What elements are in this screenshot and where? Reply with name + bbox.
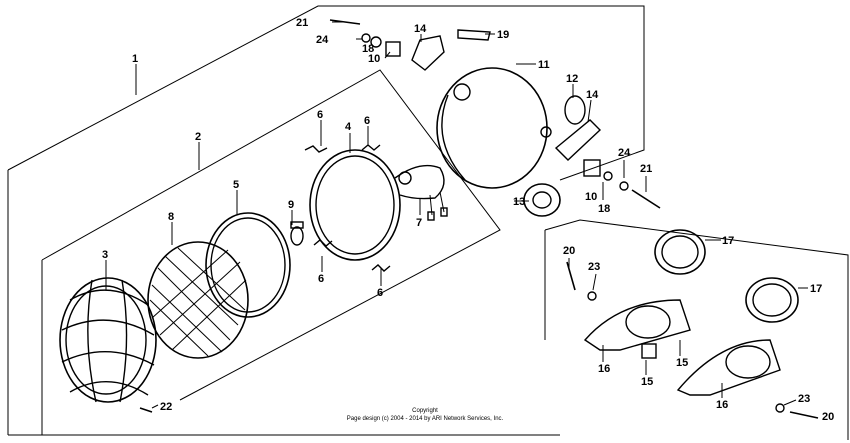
callout-9: 9 bbox=[288, 199, 294, 211]
callout-2: 2 bbox=[195, 131, 201, 143]
bracket-group-outline bbox=[544, 219, 849, 440]
assembly-1-outline bbox=[7, 5, 645, 436]
callout-23a: 23 bbox=[588, 261, 600, 273]
callout-6d: 6 bbox=[377, 287, 383, 299]
bracket-parts bbox=[139, 229, 819, 419]
callout-11: 11 bbox=[538, 59, 550, 71]
right-hardware bbox=[554, 95, 661, 209]
callout-22: 22 bbox=[160, 401, 172, 413]
callout-5: 5 bbox=[233, 179, 239, 191]
callout-15b: 15 bbox=[641, 376, 653, 388]
callout-21b: 21 bbox=[640, 163, 652, 175]
callout-20a: 20 bbox=[563, 245, 575, 257]
callout-18a: 18 bbox=[362, 43, 374, 55]
callout-18b: 18 bbox=[598, 203, 610, 215]
callout-10b: 10 bbox=[585, 191, 597, 203]
rim-ring bbox=[205, 212, 291, 318]
callout-17b: 17 bbox=[810, 283, 822, 295]
callout-14b: 14 bbox=[586, 89, 599, 101]
copyright-notice: Copyright Page design (c) 2004 - 2014 by… bbox=[347, 408, 504, 422]
callout-12: 12 bbox=[566, 73, 578, 85]
callout-1: 1 bbox=[132, 53, 138, 65]
callout-10a: 10 bbox=[368, 53, 380, 65]
callout-19: 19 bbox=[497, 29, 509, 41]
leader-lines bbox=[105, 21, 808, 409]
assembly-2-outline bbox=[41, 69, 501, 435]
callout-24a: 24 bbox=[316, 34, 329, 46]
copyright-line-2: Page design (c) 2004 - 2014 by ARI Netwo… bbox=[347, 416, 504, 422]
callout-16a: 16 bbox=[598, 363, 610, 375]
headlight-case bbox=[436, 67, 552, 189]
callout-7: 7 bbox=[416, 217, 422, 229]
callout-3: 3 bbox=[102, 249, 108, 261]
callout-13: 13 bbox=[513, 196, 525, 208]
callout-8: 8 bbox=[168, 211, 174, 223]
reflector-unit bbox=[309, 149, 448, 261]
callout-6c: 6 bbox=[318, 273, 324, 285]
headlight-guard bbox=[59, 277, 157, 403]
callout-21a: 21 bbox=[296, 17, 308, 29]
callout-4: 4 bbox=[345, 121, 352, 133]
callout-16b: 16 bbox=[716, 399, 728, 411]
callout-20b: 20 bbox=[822, 411, 834, 423]
top-hardware bbox=[329, 19, 491, 71]
callout-17a: 17 bbox=[722, 235, 734, 247]
callout-15a: 15 bbox=[676, 357, 688, 369]
grommet bbox=[523, 183, 561, 217]
copyright-line-1: Copyright bbox=[412, 408, 438, 414]
callout-14a: 14 bbox=[414, 23, 427, 35]
bulb bbox=[290, 221, 304, 246]
callout-labels: 1 2 3 4 5 6 6 6 6 7 8 9 10 10 11 12 13 1… bbox=[102, 17, 834, 423]
callout-6b: 6 bbox=[364, 115, 370, 127]
callout-23b: 23 bbox=[798, 393, 810, 405]
callout-6a: 6 bbox=[317, 109, 323, 121]
headlight-lens bbox=[147, 241, 249, 359]
callout-24b: 24 bbox=[618, 147, 631, 159]
